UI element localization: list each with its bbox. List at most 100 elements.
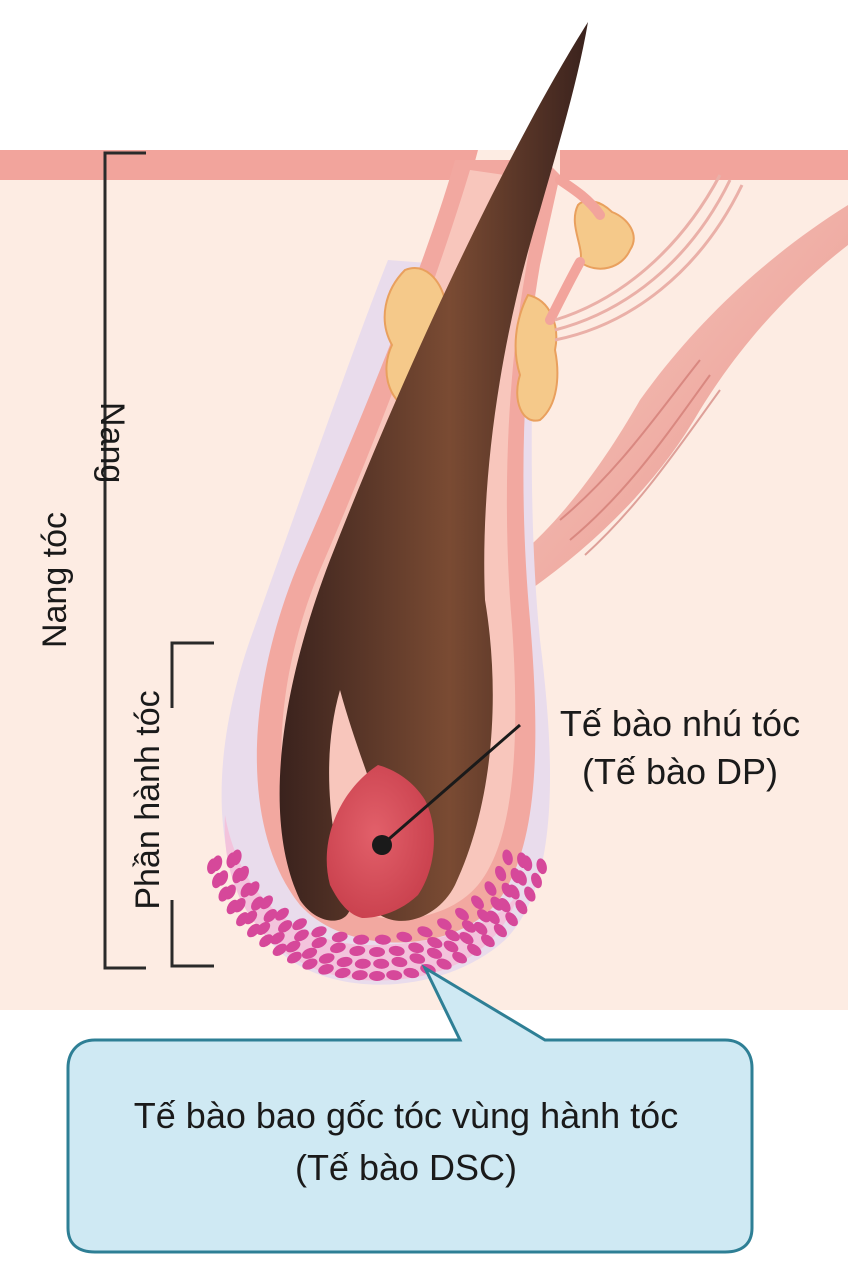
- dsc-cell: [427, 937, 443, 949]
- dsc-cell: [408, 942, 424, 954]
- dsc-cell: [226, 899, 239, 915]
- dsc-cell: [236, 912, 249, 927]
- dsc-cell: [508, 884, 520, 900]
- dsc-cell: [294, 929, 309, 942]
- follicle-bracket: [103, 151, 146, 970]
- arrector-pili-muscle: [520, 205, 848, 590]
- dsc-cell: [521, 855, 533, 872]
- follicle-label-mirrored: Nang: [93, 402, 131, 484]
- dp-pointer-dot: [372, 835, 392, 855]
- dsc-cell: [369, 947, 385, 957]
- dsc-cells: [207, 849, 547, 981]
- dsc-cell: [484, 881, 497, 896]
- dsc-cell: [240, 882, 253, 898]
- dsc-cell: [318, 953, 335, 964]
- dsc-cell: [207, 858, 218, 875]
- dsc-label-line2: (Tế bào DSC): [294, 1147, 518, 1188]
- dsc-cell: [426, 947, 443, 959]
- dsc-cell: [251, 896, 264, 911]
- dsc-cell: [417, 926, 433, 938]
- dsc-cell: [455, 907, 469, 921]
- arrector-pili-muscle-fibers: [559, 359, 721, 556]
- dsc-cell: [311, 926, 327, 938]
- dsc-cell: [226, 852, 237, 869]
- bulb-bracket-bottom: [170, 900, 214, 968]
- dsc-cell: [311, 937, 327, 949]
- dsc-cell: [302, 958, 318, 970]
- dsc-cell: [256, 921, 271, 935]
- dsc-cell: [445, 929, 460, 942]
- dsc-cell: [285, 940, 301, 953]
- dsc-cell: [524, 886, 536, 902]
- dsc-cell: [247, 923, 261, 938]
- dsc-cell: [531, 872, 542, 889]
- sebaceous-gland-top: [573, 199, 635, 270]
- dsc-cell: [374, 934, 391, 945]
- dsc-cell: [259, 934, 273, 948]
- dsc-cell: [270, 931, 285, 945]
- dsc-cell: [388, 945, 405, 956]
- dsc-cell: [495, 865, 507, 882]
- dsc-cell: [351, 970, 368, 981]
- dsc-cell: [330, 942, 346, 954]
- dsc-cell: [373, 958, 390, 969]
- dsc-cell: [336, 956, 353, 968]
- dsc-cell: [498, 898, 511, 913]
- follicle-label: Nang tóc: [36, 511, 74, 649]
- dsc-cell: [354, 958, 371, 969]
- dsc-cell: [369, 971, 385, 981]
- dsc-cell: [471, 895, 484, 910]
- muscle-attachment-fibers: [554, 174, 744, 342]
- bulb-bracket-top: [170, 641, 214, 708]
- dsc-cell: [477, 909, 491, 923]
- dsc-cell: [536, 858, 547, 875]
- dp-label-line1: Tế bào nhú tóc: [559, 703, 801, 744]
- dsc-cell: [278, 920, 293, 933]
- dsc-cell: [515, 870, 527, 886]
- hair-bulb-label: Phần hành tóc: [129, 690, 167, 910]
- dsc-cell: [218, 886, 230, 902]
- dsc-cell: [334, 967, 351, 979]
- dsc-cell: [437, 918, 452, 931]
- sebaceous-duct: [545, 175, 605, 325]
- dsc-cell: [212, 872, 223, 889]
- dsc-cell: [318, 963, 334, 975]
- dsc-cell: [386, 970, 403, 981]
- dsc-cell: [486, 910, 500, 925]
- dsc-cell: [331, 931, 348, 943]
- dsc-cell: [473, 921, 488, 935]
- hair-shaft: [279, 22, 588, 921]
- dsc-cell: [505, 912, 518, 927]
- dermal-papilla-label: Tế bào nhú tóc (Tế bào DP): [520, 700, 840, 796]
- dsc-cell: [301, 947, 318, 959]
- dsc-cell: [349, 945, 366, 956]
- dsc-cell: [515, 899, 528, 915]
- dsc-cell: [459, 931, 474, 945]
- dsc-cell: [272, 943, 287, 956]
- dsc-cell: [493, 923, 507, 938]
- dsc-callout-bubble: [66, 964, 754, 1254]
- dp-pointer-line: [381, 723, 521, 847]
- dsc-label: Tế bào bao gốc tóc vùng hành tóc (Tế bào…: [56, 1090, 756, 1194]
- dsc-cell: [452, 951, 468, 964]
- dsc-cell: [292, 918, 307, 931]
- dsc-cell: [263, 909, 277, 923]
- dsc-cell: [443, 940, 459, 953]
- dsc-cell: [286, 951, 302, 964]
- dsc-cell: [275, 907, 289, 921]
- dsc-cell: [436, 958, 452, 970]
- dsc-cell: [396, 931, 413, 943]
- dsc-cell: [502, 849, 513, 866]
- epidermis-layer-right: [560, 150, 848, 180]
- dp-label-line2: (Tế bào DP): [581, 751, 779, 792]
- dsc-cell: [481, 934, 495, 948]
- dsc-cell: [461, 920, 476, 933]
- dsc-cell: [391, 956, 408, 968]
- dsc-cell: [232, 867, 244, 884]
- dsc-cell: [403, 967, 420, 979]
- epidermis-layer: [0, 150, 478, 180]
- dsc-cell: [467, 943, 482, 956]
- dsc-label-line1: Tế bào bao gốc tóc vùng hành tóc: [133, 1095, 679, 1136]
- dsc-cell: [409, 953, 426, 964]
